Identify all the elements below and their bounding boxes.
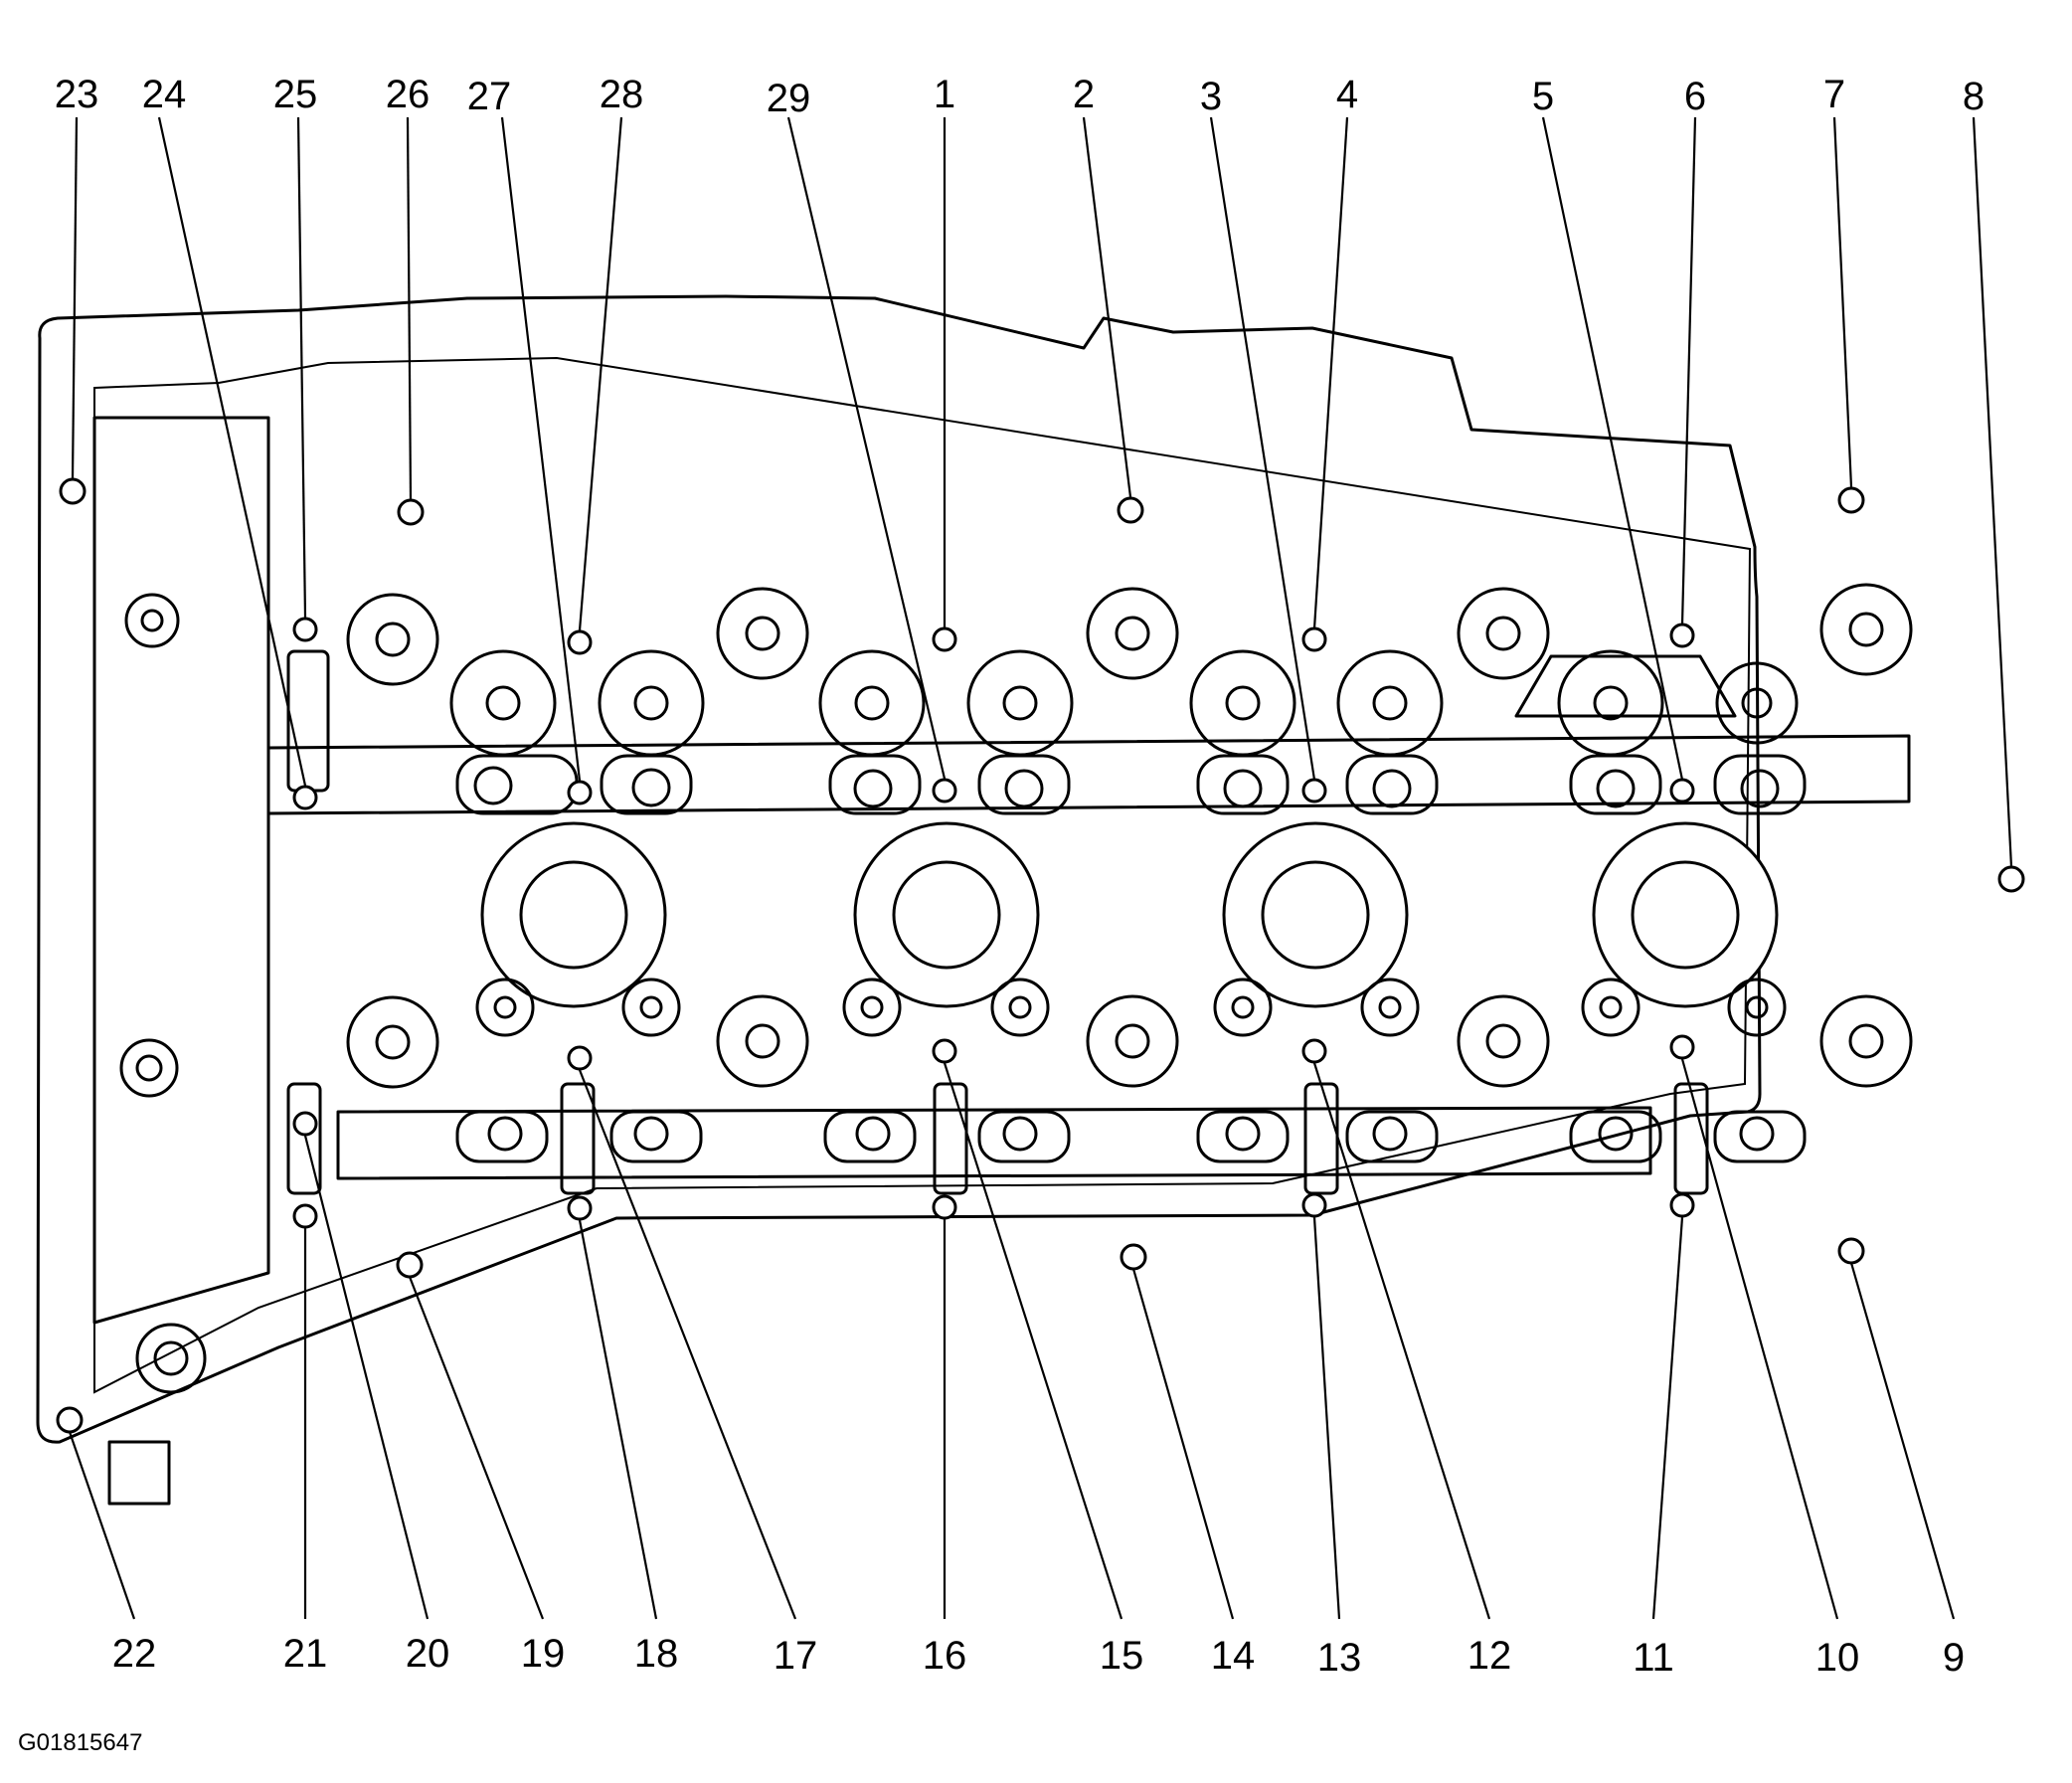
- bottom-left-tab: [107, 1440, 171, 1506]
- spark-plug-towers: [480, 821, 1779, 1008]
- callout-number: 14: [1211, 1634, 1256, 1678]
- cylinder-head-drawing: [36, 294, 1913, 1506]
- bolt-hole: [932, 626, 957, 652]
- bolt-hole: [1301, 626, 1327, 652]
- bolt-hole: [1301, 778, 1327, 803]
- callout-number: 1: [934, 73, 955, 116]
- callout-number: 9: [1943, 1636, 1965, 1680]
- callout-number: 19: [521, 1632, 566, 1676]
- head-outer-outline: [36, 294, 1762, 1444]
- bolt-hole: [567, 629, 593, 655]
- bolt-hole: [1669, 1192, 1695, 1218]
- callout-number: 5: [1532, 75, 1554, 118]
- bolt-hole: [292, 785, 318, 810]
- callout-number: 10: [1815, 1636, 1860, 1680]
- callout-number: 22: [112, 1632, 157, 1676]
- callout-number: 2: [1073, 73, 1095, 116]
- leader-line: [1312, 1062, 1491, 1620]
- exhaust-cam-rail: [336, 1106, 1652, 1180]
- intake-cam-rail: [266, 734, 1911, 815]
- leader-line: [303, 1135, 430, 1620]
- leader-lines: [68, 116, 2013, 1620]
- callout-number: 27: [467, 75, 512, 118]
- leader-line: [578, 1219, 658, 1620]
- bolt-hole: [59, 477, 86, 505]
- leader-line: [1541, 116, 1684, 781]
- bolt-hole: [292, 1203, 318, 1229]
- left-end-plate: [92, 416, 270, 1325]
- leader-line: [578, 116, 623, 631]
- bolt-hole: [1669, 778, 1695, 803]
- bolt-hole: [932, 1194, 957, 1220]
- leader-line: [1832, 116, 1853, 488]
- callout-number: 6: [1684, 75, 1706, 118]
- leader-line: [408, 1276, 545, 1620]
- callout-number: 29: [767, 77, 811, 120]
- leader-line: [943, 1062, 1123, 1620]
- bolt-hole: [1837, 1237, 1865, 1265]
- callout-number: 8: [1963, 75, 1985, 118]
- leader-line: [1651, 1216, 1684, 1620]
- leader-line: [786, 116, 947, 780]
- bolt-hole: [567, 1195, 593, 1221]
- leader-line: [1312, 116, 1349, 629]
- callout-number: 13: [1317, 1636, 1362, 1680]
- leader-line: [296, 116, 307, 619]
- figure-code: G01815647: [18, 1729, 142, 1756]
- bolt-hole: [567, 1045, 593, 1071]
- exhaust-bearing-caps: [455, 1110, 1807, 1163]
- callout-number: 7: [1823, 73, 1845, 116]
- callout-number: 12: [1468, 1634, 1512, 1678]
- callout-number: 11: [1633, 1636, 1674, 1680]
- callout-number: 25: [273, 73, 318, 116]
- bolt-hole: [396, 1251, 424, 1279]
- leader-line: [1680, 1058, 1839, 1620]
- leader-line: [1131, 1268, 1235, 1620]
- callout-number: 16: [923, 1634, 967, 1678]
- leader-line: [1972, 116, 2013, 868]
- callout-number: 15: [1100, 1634, 1144, 1678]
- bolt-hole: [1117, 496, 1144, 524]
- leader-line: [1680, 116, 1697, 625]
- callout-number: 21: [283, 1632, 328, 1676]
- intake-bearing-caps: [455, 754, 1807, 815]
- bolt-hole: [567, 780, 593, 805]
- callout-labels: 1 2 3 4 5 6 7 8 9 10 11 12 13 14 15 16 1…: [55, 73, 1985, 1680]
- callout-number: 17: [774, 1634, 818, 1678]
- bolt-hole: [56, 1406, 84, 1434]
- callout-number: 26: [386, 73, 431, 116]
- bolt-hole: [1120, 1243, 1147, 1271]
- head-bosses: [119, 583, 1913, 1394]
- leader-line: [1312, 1216, 1341, 1620]
- callout-number: 18: [634, 1632, 679, 1676]
- leader-line: [68, 1431, 136, 1620]
- leader-line: [500, 116, 582, 782]
- bolt-hole: [1301, 1192, 1327, 1218]
- bolt-hole: [932, 1038, 957, 1064]
- callout-number: 24: [142, 73, 187, 116]
- bolt-hole: [1997, 865, 2025, 893]
- leader-line: [406, 116, 413, 501]
- bolt-hole: [292, 617, 318, 642]
- bolt-hole: [932, 778, 957, 803]
- callout-number: 28: [600, 73, 644, 116]
- leader-line: [1209, 116, 1316, 781]
- bolt-hole: [1837, 486, 1865, 514]
- callout-number: 4: [1336, 73, 1358, 116]
- bolt-hole: [1669, 1034, 1695, 1060]
- leader-line: [71, 116, 79, 480]
- callout-number: 20: [406, 1632, 450, 1676]
- bolt-hole: [1301, 1038, 1327, 1064]
- leader-line: [578, 1069, 797, 1620]
- bolt-hole: [292, 1111, 318, 1137]
- callout-number: 3: [1200, 75, 1222, 118]
- leader-line: [1849, 1262, 1956, 1620]
- leader-line: [157, 116, 307, 787]
- bolt-hole: [1669, 623, 1695, 648]
- callout-number: 23: [55, 73, 99, 116]
- bolt-hole: [397, 498, 425, 526]
- leader-line: [1082, 116, 1132, 498]
